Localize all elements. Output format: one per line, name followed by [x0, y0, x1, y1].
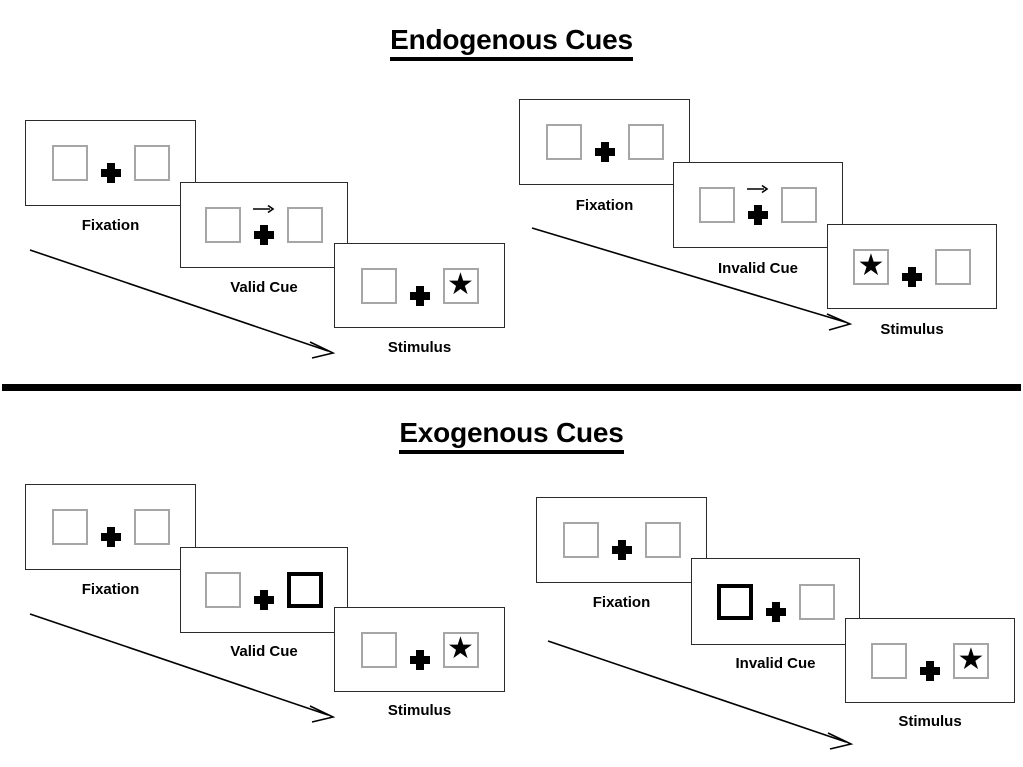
plus-icon — [902, 266, 922, 287]
frame-content — [51, 507, 170, 547]
plus-icon — [765, 601, 786, 622]
frame-exogenous-invalid-stimulus[interactable]: ★ — [845, 618, 1015, 703]
section-title-exogenous-text: Exogenous Cues — [399, 417, 624, 454]
right-box — [935, 248, 971, 285]
caption-endogenous-valid-cue: Valid Cue — [230, 279, 298, 296]
caption-exogenous-invalid-stimulus: Stimulus — [898, 713, 962, 730]
left-box — [51, 509, 88, 545]
right-box — [133, 509, 170, 545]
caption-exogenous-valid-fixation: Fixation — [81, 581, 140, 598]
frame-content: ★ — [360, 266, 479, 306]
center-column — [609, 520, 635, 560]
frame-content: ★ — [871, 641, 989, 681]
caption-endogenous-valid-fixation: Fixation — [81, 217, 140, 234]
flow-arrow-endogenous-valid — [29, 249, 336, 359]
star-icon: ★ — [857, 248, 885, 282]
flow-arrow-endogenous-invalid — [531, 227, 853, 331]
plus-icon — [594, 142, 615, 162]
star-icon: ★ — [957, 642, 985, 676]
left-box — [360, 631, 397, 668]
arrow-right-icon — [747, 184, 769, 194]
caption-exogenous-invalid-cue: Invalid Cue — [735, 655, 816, 672]
frame-content — [545, 122, 664, 162]
section-divider — [2, 384, 1021, 391]
frame-content: ★ — [360, 630, 479, 670]
right-box: ★ — [442, 631, 479, 668]
frame-endogenous-valid-cue[interactable] — [180, 182, 348, 268]
plus-icon — [100, 527, 121, 547]
right-box: ★ — [442, 267, 479, 304]
frame-exogenous-invalid-cue[interactable] — [691, 558, 860, 645]
frame-content — [205, 204, 323, 245]
flow-arrow-exogenous-invalid — [547, 640, 854, 750]
center-column — [407, 266, 433, 306]
right-box: ★ — [953, 642, 989, 679]
caption-endogenous-valid-stimulus: Stimulus — [387, 339, 452, 356]
frame-endogenous-valid-fixation[interactable] — [25, 120, 196, 206]
plus-icon — [254, 225, 274, 245]
caption-exogenous-valid-cue: Valid Cue — [230, 643, 298, 660]
plus-icon — [254, 590, 274, 610]
frame-content: ★ — [853, 247, 971, 287]
center-column — [251, 570, 277, 610]
caption-endogenous-invalid-stimulus: Stimulus — [880, 321, 944, 338]
frame-content — [716, 582, 835, 622]
plus-icon — [748, 205, 768, 225]
section-title-endogenous: Endogenous Cues — [0, 24, 1023, 61]
section-title-exogenous: Exogenous Cues — [0, 417, 1023, 454]
frame-endogenous-invalid-cue[interactable] — [673, 162, 843, 248]
frame-content — [51, 143, 170, 183]
center-column — [251, 204, 277, 245]
plus-icon — [100, 163, 121, 183]
right-box — [644, 522, 681, 558]
star-icon: ★ — [447, 267, 474, 301]
center-column — [745, 184, 771, 225]
plus-icon — [409, 285, 430, 306]
left-box — [699, 187, 735, 223]
left-box — [205, 207, 241, 243]
flow-arrow-exogenous-valid — [29, 613, 336, 723]
right-box — [627, 124, 664, 160]
center-column — [917, 641, 943, 681]
frame-exogenous-invalid-fixation[interactable] — [536, 497, 707, 583]
right-box — [798, 583, 835, 620]
right-box — [133, 145, 170, 181]
left-box — [205, 572, 241, 608]
right-box-cued — [287, 572, 323, 608]
caption-exogenous-valid-stimulus: Stimulus — [387, 702, 452, 719]
plus-icon — [409, 649, 430, 670]
plus-icon — [920, 660, 940, 681]
frame-content — [205, 570, 323, 610]
frame-endogenous-invalid-stimulus[interactable]: ★ — [827, 224, 997, 309]
center-column — [98, 143, 124, 183]
left-box — [545, 124, 582, 160]
caption-exogenous-invalid-fixation: Fixation — [592, 594, 651, 611]
frame-exogenous-valid-fixation[interactable] — [25, 484, 196, 570]
left-box — [360, 267, 397, 304]
caption-endogenous-invalid-cue: Invalid Cue — [717, 260, 799, 277]
left-box — [51, 145, 88, 181]
left-box: ★ — [853, 248, 889, 285]
right-box — [287, 207, 323, 243]
frame-endogenous-valid-stimulus[interactable]: ★ — [334, 243, 505, 328]
right-box — [781, 187, 817, 223]
center-column — [98, 507, 124, 547]
left-box-cued — [716, 583, 753, 620]
frame-content — [562, 520, 681, 560]
caption-endogenous-invalid-fixation: Fixation — [575, 197, 634, 214]
center-column — [899, 247, 925, 287]
frame-content — [699, 184, 817, 225]
arrow-right-icon — [253, 204, 275, 214]
left-box — [871, 642, 907, 679]
plus-icon — [611, 540, 632, 560]
center-column — [763, 582, 789, 622]
left-box — [562, 522, 599, 558]
center-column — [407, 630, 433, 670]
frame-endogenous-invalid-fixation[interactable] — [519, 99, 690, 185]
center-column — [592, 122, 618, 162]
frame-exogenous-valid-stimulus[interactable]: ★ — [334, 607, 505, 692]
frame-exogenous-valid-cue[interactable] — [180, 547, 348, 633]
star-icon: ★ — [447, 631, 474, 665]
section-title-endogenous-text: Endogenous Cues — [390, 24, 633, 61]
